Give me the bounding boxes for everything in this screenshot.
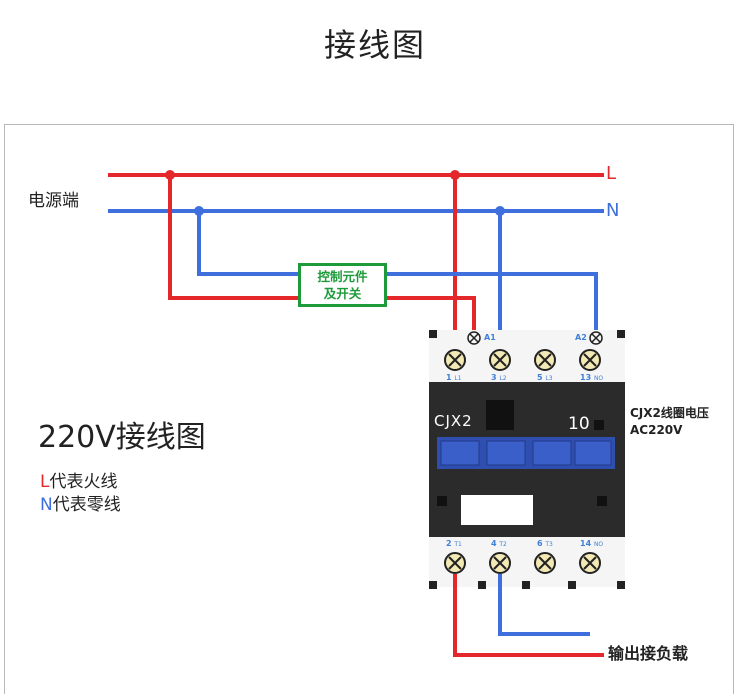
coil-screw-a2 xyxy=(589,331,603,345)
coil-terminal-a2-label: A2 xyxy=(575,333,587,342)
live-branch-control xyxy=(168,175,300,300)
bottom-tab xyxy=(429,581,437,589)
neutral-branch-control xyxy=(197,211,300,276)
contactor-screw-hole xyxy=(597,496,607,506)
legend-live-letter: L xyxy=(40,472,50,492)
terminal-screw-1 xyxy=(444,349,466,371)
terminal-screw-4 xyxy=(489,552,511,574)
terminal-screw-3 xyxy=(489,349,511,371)
control-to-a2-wire xyxy=(387,272,598,338)
legend-live: L代表火线 xyxy=(40,467,117,492)
terminal-label-2: 2 T1 xyxy=(446,539,462,548)
control-element-line2: 及开关 xyxy=(323,286,362,301)
contactor-indicator xyxy=(594,420,604,430)
terminal-screw-14 xyxy=(579,552,601,574)
page-title: 接线图 xyxy=(323,26,426,64)
terminal-label-14: 14 NO xyxy=(580,539,604,548)
coil-screw-a1 xyxy=(467,331,481,345)
output-live-wire xyxy=(453,574,604,657)
legend-live-text: 代表火线 xyxy=(49,472,118,492)
legend-neutral: N代表零线 xyxy=(40,490,121,515)
control-element-line1: 控制元件 xyxy=(317,269,368,284)
coil-voltage-label: CJX2线圈电压 xyxy=(630,406,709,420)
coil-terminal-tab xyxy=(429,330,437,338)
live-line-label: L xyxy=(606,163,617,184)
terminal-label-13: 13 NO xyxy=(580,373,604,382)
terminal-screw-13 xyxy=(579,349,601,371)
diagram-frame xyxy=(4,124,734,694)
coil-terminal-tab xyxy=(617,330,625,338)
control-to-a1-wire xyxy=(387,296,476,338)
terminal-screw-6 xyxy=(534,552,556,574)
coil-terminal-a1-label: A1 xyxy=(484,333,496,342)
legend-neutral-text: 代表零线 xyxy=(52,495,121,515)
junction-dot xyxy=(450,170,460,180)
bottom-tab xyxy=(478,581,486,589)
contactor-nameplate xyxy=(461,495,533,525)
side-title: 220V接线图 xyxy=(38,420,206,455)
output-load-label: 输出接负载 xyxy=(608,644,689,663)
output-neutral-wire xyxy=(498,574,590,636)
bottom-tab xyxy=(617,581,625,589)
junction-dot xyxy=(194,206,204,216)
legend-neutral-letter: N xyxy=(40,495,53,515)
junction-dot xyxy=(495,206,505,216)
control-element-box: 控制元件 及开关 xyxy=(298,263,387,307)
terminal-screw-2 xyxy=(444,552,466,574)
bottom-tab xyxy=(522,581,530,589)
terminal-label-3: 3 L2 xyxy=(491,373,507,382)
junction-dot xyxy=(165,170,175,180)
terminal-label-1: 1 L1 xyxy=(446,373,462,382)
terminal-label-5: 5 L3 xyxy=(537,373,553,382)
terminal-screw-5 xyxy=(534,349,556,371)
bottom-tab xyxy=(568,581,576,589)
terminal-label-6: 6 T3 xyxy=(537,539,553,548)
module-segment xyxy=(532,440,572,466)
module-segment xyxy=(440,440,480,466)
module-segment xyxy=(486,440,526,466)
contactor-rating: 10 xyxy=(568,414,590,434)
contactor-screw-hole xyxy=(437,496,447,506)
module-segment xyxy=(574,440,612,466)
neutral-line-label: N xyxy=(606,200,620,221)
power-source-label: 电源端 xyxy=(28,191,79,211)
coil-voltage-value: AC220V xyxy=(630,423,683,437)
terminal-label-4: 4 T2 xyxy=(491,539,507,548)
contactor-model: CJX2 xyxy=(434,412,473,430)
contactor-window xyxy=(486,400,514,430)
